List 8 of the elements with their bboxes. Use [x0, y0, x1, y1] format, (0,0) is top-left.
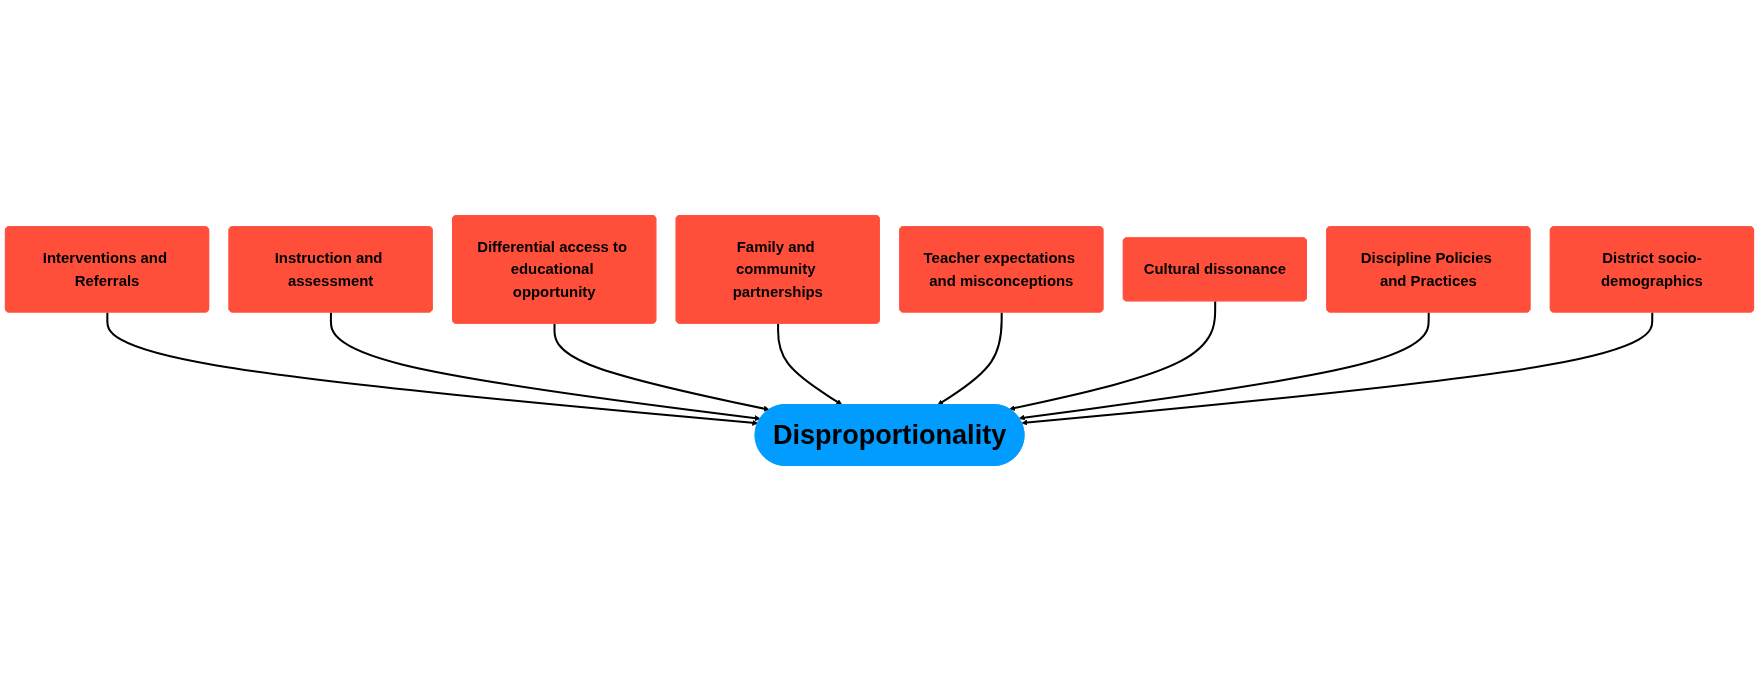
arrow — [937, 312, 1003, 406]
arrow — [553, 323, 770, 412]
arrow — [777, 323, 843, 406]
arrow — [106, 312, 759, 426]
arrow — [329, 312, 761, 422]
arrow — [1021, 312, 1654, 426]
arrow — [1018, 312, 1430, 421]
arrow — [1009, 301, 1217, 411]
